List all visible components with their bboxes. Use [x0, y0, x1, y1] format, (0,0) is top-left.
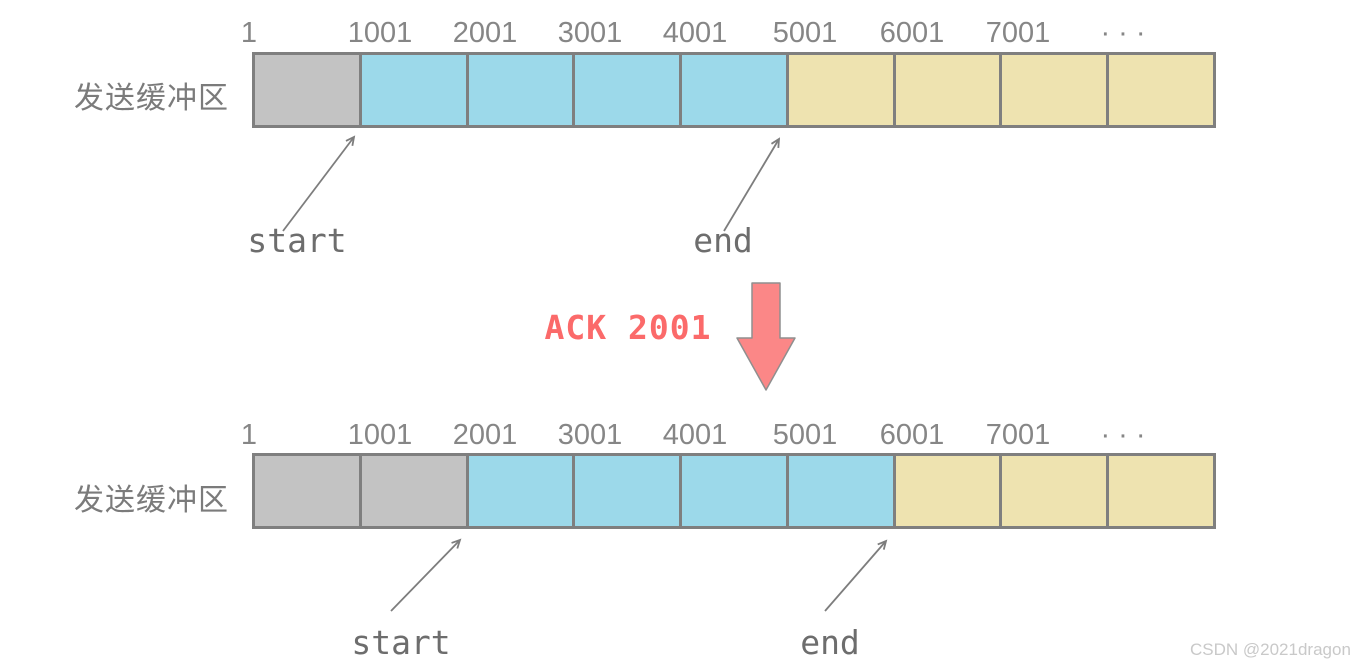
- tick-label: 2001: [452, 419, 518, 451]
- send-buffer-bottom: [252, 453, 1216, 529]
- buffer-cell-gray: [255, 456, 362, 526]
- tick-label: · · ·: [1100, 419, 1146, 451]
- ack-label: ACK 2001: [544, 308, 712, 347]
- buffer-cell-yellow: [1109, 456, 1214, 526]
- tick-label: 3001: [557, 419, 623, 451]
- tick-label: 5001: [772, 419, 838, 451]
- send-buffer-label-top: 发送缓冲区: [74, 81, 229, 116]
- tick-label: 1: [240, 419, 258, 451]
- buffer-cell-blue: [575, 456, 683, 526]
- tick-label: 4001: [662, 419, 728, 451]
- tick-label: 7001: [985, 419, 1051, 451]
- tick-label: 7001: [985, 17, 1051, 49]
- buffer-cell-yellow: [895, 456, 1003, 526]
- buffer-cell-yellow: [1109, 55, 1214, 125]
- tick-label: 4001: [662, 17, 728, 49]
- buffer-cell-blue: [788, 456, 896, 526]
- buffer-cell-blue: [575, 55, 683, 125]
- tick-label: 1: [240, 17, 258, 49]
- tick-label: 1001: [347, 419, 413, 451]
- buffer-cell-gray: [361, 456, 469, 526]
- buffer-cell-blue: [682, 55, 789, 125]
- start-arrow-bottom: [390, 538, 462, 612]
- tick-label: · · ·: [1100, 17, 1146, 49]
- buffer-cell-yellow: [1002, 456, 1110, 526]
- start-arrow-top: [282, 135, 356, 232]
- tick-row-bottom: 1 1001 2001 3001 4001 5001 6001 7001 · · ·: [0, 419, 1358, 453]
- buffer-cell-blue: [468, 456, 576, 526]
- buffer-cell-blue: [468, 55, 576, 125]
- send-buffer-label-bottom: 发送缓冲区: [74, 483, 229, 518]
- tick-label: 6001: [879, 419, 945, 451]
- red-down-arrow-icon: [736, 282, 796, 391]
- end-arrow-bottom: [824, 539, 888, 612]
- buffer-cell-blue: [361, 55, 469, 125]
- buffer-cell-yellow: [1002, 55, 1110, 125]
- tick-label: 3001: [557, 17, 623, 49]
- end-label-bottom: end: [800, 623, 860, 662]
- buffer-cell-blue: [682, 456, 789, 526]
- buffer-cell-yellow: [895, 55, 1003, 125]
- end-label-top: end: [693, 221, 753, 260]
- end-arrow-top: [723, 137, 781, 232]
- tick-row-top: 1 1001 2001 3001 4001 5001 6001 7001 · · ·: [0, 17, 1358, 51]
- send-buffer-top: [252, 52, 1216, 128]
- tick-label: 6001: [879, 17, 945, 49]
- buffer-cell-yellow: [788, 55, 896, 125]
- start-label-bottom: start: [351, 623, 451, 662]
- tick-label: 2001: [452, 17, 518, 49]
- start-label-top: start: [247, 221, 347, 260]
- buffer-cell-gray: [255, 55, 362, 125]
- tick-label: 1001: [347, 17, 413, 49]
- tick-label: 5001: [772, 17, 838, 49]
- watermark: CSDN @2021dragon: [1190, 640, 1351, 659]
